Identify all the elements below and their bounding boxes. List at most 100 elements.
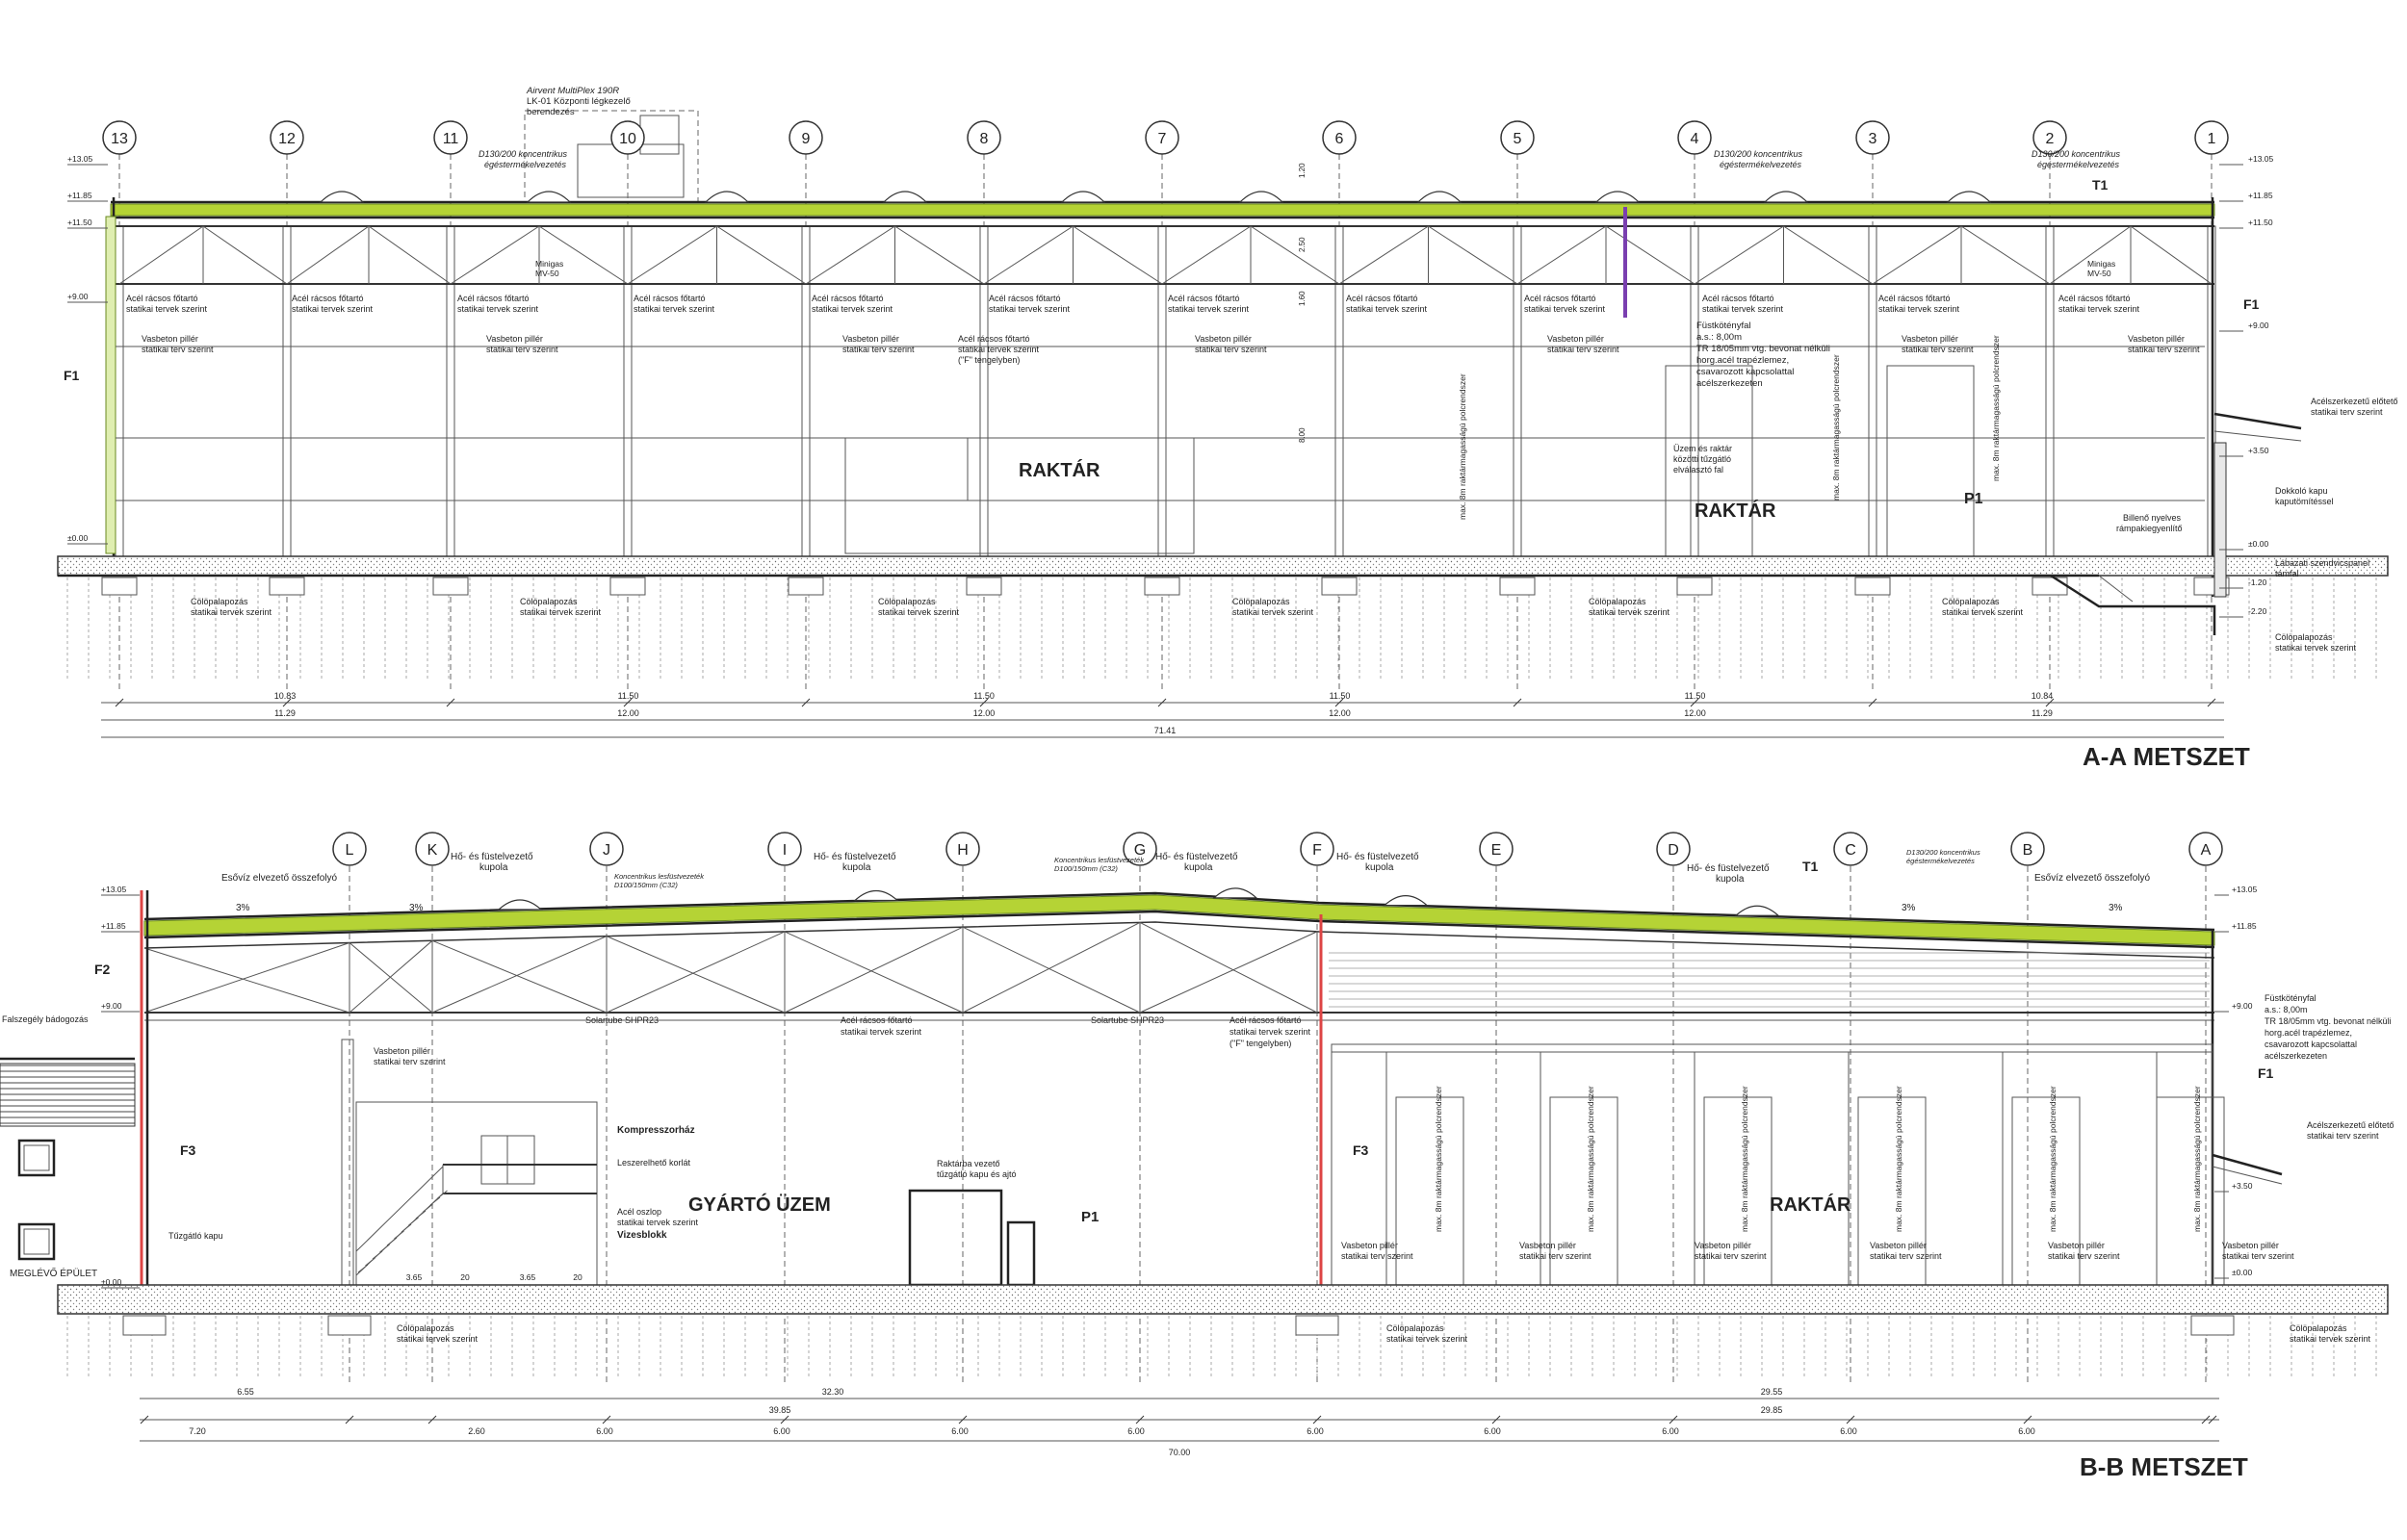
- aa-mark-f1-right: F1: [2243, 296, 2260, 312]
- bb-rack-3: max. 8m raktármagasságú polcrendszer: [1740, 1086, 1749, 1232]
- aa-level-right: +11.85: [2248, 191, 2273, 200]
- aa-truss-label: statikai tervek szerint: [126, 304, 208, 314]
- bb-axis-circle: [589, 832, 624, 866]
- aa-level-right: ±0.00: [2248, 539, 2268, 549]
- aa-axis-circle: [433, 120, 468, 155]
- aa-dome-icon: [882, 191, 928, 203]
- aa-dim-tick: [115, 698, 124, 707]
- aa-dome-icon: [1946, 191, 1992, 203]
- aa-pillar-label: statikai terv szerint: [1547, 345, 1619, 354]
- aa-dome-icon: [704, 191, 750, 203]
- aa-truss-label: Acél rácsos főtartó: [1524, 294, 1596, 303]
- bb-level-right: +9.00: [2232, 1001, 2253, 1011]
- aa-roof-insulation: [110, 203, 2215, 217]
- bb-axis-label: H: [957, 842, 969, 859]
- bb-stair-tread: [415, 1210, 427, 1219]
- aa-pile-label: statikai tervek szerint: [1232, 607, 1314, 617]
- aa-canopy-2: statikai terv szerint: [2311, 407, 2383, 417]
- aa-truss-label: Acél rácsos főtartó: [989, 294, 1061, 303]
- bb-truss-diagonal: [143, 942, 350, 1014]
- bb-smoke-3: TR 18/05mm vtg. bevonat nélküli: [2265, 1016, 2392, 1026]
- bb-stair-tread: [401, 1223, 412, 1233]
- aa-pillar-label: Vasbeton pillér: [142, 334, 198, 344]
- aa-truss-diagonal: [983, 225, 1074, 285]
- bb-slope-2: 3%: [409, 903, 424, 913]
- bb-dim-tick: [2023, 1415, 2032, 1424]
- bb-room-vizesblokk: Vizesblokk: [617, 1230, 667, 1241]
- bb-roof-domes: [497, 887, 1780, 916]
- bb-dome-label: Hő- és füstelvezető: [1336, 852, 1419, 862]
- aa-pile-cap: [1144, 577, 1180, 596]
- aa-pile-cap: [432, 577, 469, 596]
- aa-axis-label: 12: [278, 131, 296, 147]
- aa-floor-slab: [57, 555, 2389, 577]
- bb-pile-label: statikai tervek szerint: [1386, 1334, 1468, 1344]
- aa-truss-label: Acél rácsos főtartó: [2058, 294, 2131, 303]
- bb-room-uzem: GYÁRTÓ ÜZEM: [688, 1193, 831, 1216]
- aa-sandwich-2: támfal: [2275, 569, 2299, 578]
- bb-stair-tread: [357, 1264, 369, 1273]
- aa-axis-circle: [967, 120, 1001, 155]
- aa-truss-f-1: Acél rácsos főtartó: [958, 334, 1030, 344]
- aa-truss-diagonal: [627, 225, 717, 285]
- bb-stair-tread: [394, 1230, 404, 1240]
- bb-level-right: ±0.00: [2232, 1268, 2252, 1277]
- aa-firewall-1: Üzem és raktár: [1673, 444, 1732, 453]
- bb-conc-2b: D100/150mm (C32): [1054, 864, 1118, 873]
- aa-axis-label: 3: [1869, 131, 1877, 147]
- bb-pillar-label: statikai terv szerint: [1695, 1251, 1767, 1261]
- bb-room-raktar: RAKTÁR: [1770, 1194, 1851, 1216]
- aa-level-right: +13.05: [2248, 154, 2274, 164]
- bb-pillar-1a: Vasbeton pillér: [374, 1046, 430, 1056]
- aa-pillar: [115, 225, 124, 557]
- aa-smoke-4: horg.acél trapézlemez,: [1696, 355, 1789, 366]
- aa-truss-label: Acél rácsos főtartó: [292, 294, 364, 303]
- aa-axis-circle: [270, 120, 304, 155]
- aa-truss-diagonal: [538, 225, 629, 285]
- bb-flue-a: D130/200 koncentrikus: [1906, 848, 1980, 857]
- bb-level-left: +9.00: [101, 1001, 122, 1011]
- bb-truss-diagonal: [784, 926, 964, 1014]
- aa-flue-3a: D130/200 koncentrikus: [2032, 149, 2121, 159]
- aa-truss-label: statikai tervek szerint: [989, 304, 1071, 314]
- bb-stair-tread: [437, 1190, 448, 1199]
- aa-pile-cap: [1854, 577, 1891, 596]
- aa-truss-label: Acél rácsos főtartó: [812, 294, 884, 303]
- bb-solartube-1: Solartube SHPR23: [585, 1015, 659, 1025]
- bb-dim-tick: [2201, 1415, 2211, 1424]
- aa-pillar: [2045, 225, 2055, 557]
- aa-roof-domes: [319, 191, 1992, 203]
- bb-stair-1: Leszerelhető korlát: [617, 1158, 691, 1168]
- bb-mark-f3-mid: F3: [1353, 1142, 1369, 1158]
- aa-smoke-3: TR 18/05mm vtg. bevonat nélküli: [1696, 344, 1830, 354]
- aa-pile-label: statikai tervek szerint: [191, 607, 272, 617]
- aa-pillar: [1334, 225, 1344, 557]
- bb-stair-dim: 3.65: [520, 1272, 536, 1282]
- bb-bulkhead: Falszegély bádogozás: [2, 1014, 89, 1024]
- bb-dome-icon: [1212, 887, 1258, 899]
- bb-stair-tread: [372, 1250, 383, 1260]
- bb-axis-circle: [1479, 832, 1514, 866]
- bb-dim-small: 2.60: [468, 1426, 485, 1436]
- bb-stair-tread: [386, 1237, 398, 1246]
- bb-slope-4: 3%: [2109, 903, 2123, 913]
- aa-truss-diagonal: [286, 225, 370, 285]
- bb-mark-f1: F1: [2258, 1065, 2274, 1081]
- bb-stair-dim: 20: [460, 1272, 470, 1282]
- aa-pile-cap: [101, 577, 138, 596]
- aa-axis-circle: [1322, 120, 1357, 155]
- bb-conc-2a: Koncentrikus lesfüstvezeték: [1054, 856, 1145, 864]
- aa-axis-label: 6: [1335, 131, 1344, 147]
- aa-height: 8.00: [1298, 427, 1307, 443]
- aa-pillar: [623, 225, 633, 557]
- aa-dome-icon: [1763, 191, 1809, 203]
- bb-dim-tick: [345, 1415, 354, 1424]
- aa-level-right: +11.50: [2248, 218, 2273, 227]
- bb-smoke-4: horg.acél trapézlemez,: [2265, 1028, 2352, 1038]
- aa-dim-tick: [282, 698, 292, 707]
- bb-dome-label: kupola: [842, 862, 871, 873]
